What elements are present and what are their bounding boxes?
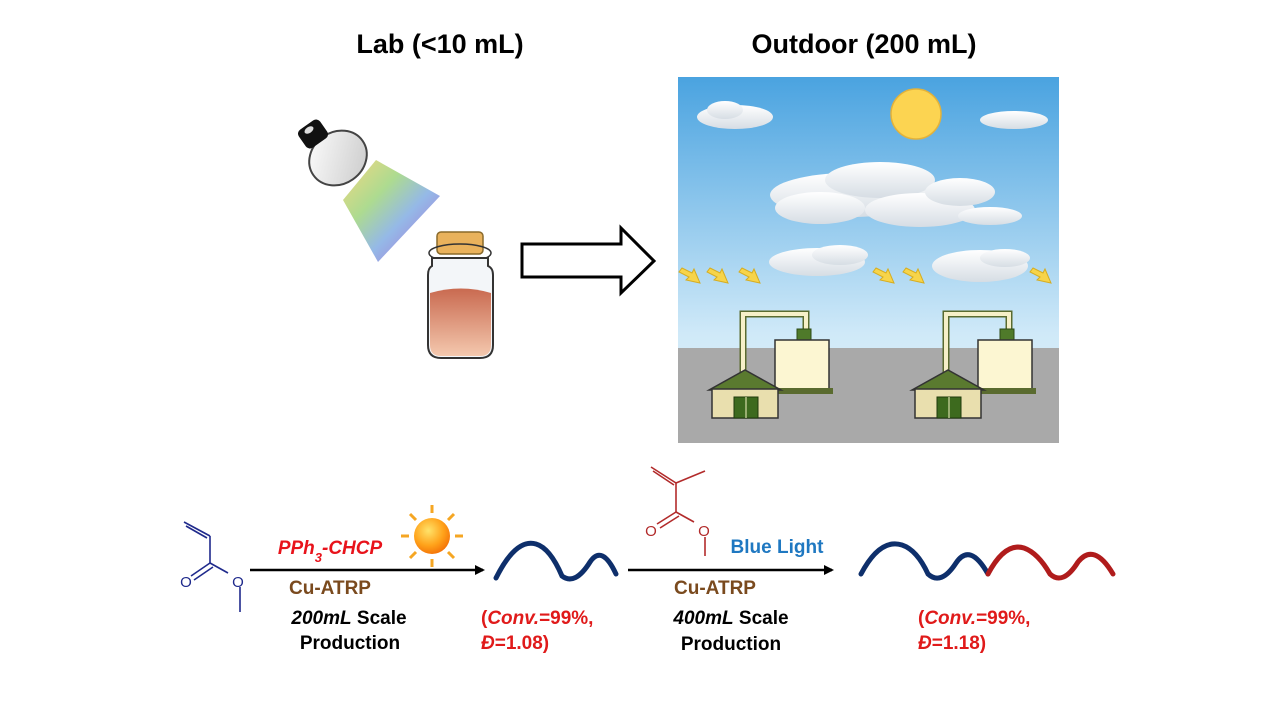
result-2-line1: (Conv.=99%,: [918, 608, 1030, 629]
polymer-block-1: [858, 541, 991, 581]
factory-icon: [706, 310, 833, 419]
acrylate-ester-oxygen: O: [232, 574, 244, 591]
methyl-methacrylate-structure-icon: [650, 466, 706, 556]
result-1-line1: (Conv.=99%,: [481, 608, 593, 629]
lab-title: Lab (<10 mL): [356, 29, 523, 59]
vial-icon: [427, 231, 494, 359]
methacrylate-carbonyl-oxygen: O: [645, 523, 657, 540]
scale-label-2: 400mL Scale: [672, 608, 788, 629]
outdoor-scene: [678, 77, 1059, 443]
methyl-acrylate-structure-icon: [183, 521, 241, 612]
blue-light-label: Blue Light: [731, 537, 825, 558]
polymer-block-2: [985, 544, 1116, 581]
production-label-1: Production: [300, 633, 400, 654]
polymer-chain-1: [493, 540, 619, 582]
transition-arrow-icon: [520, 224, 657, 297]
sunlight-icon: [401, 505, 463, 567]
method-label-2: Cu-ATRP: [674, 578, 756, 599]
result-2-line2: Đ=1.18): [918, 633, 986, 654]
acrylate-carbonyl-oxygen: O: [180, 574, 192, 591]
methacrylate-ester-oxygen: O: [698, 523, 710, 540]
sun-icon: [890, 88, 942, 140]
outdoor-title: Outdoor (200 mL): [751, 29, 976, 59]
sunlight-arrows-icon: [678, 267, 1052, 284]
production-label-2: Production: [681, 634, 781, 655]
catalyst-label: PPh3-CHCP: [278, 538, 383, 565]
cloud-icon: [697, 101, 1048, 282]
light-bulb-icon: [298, 119, 440, 262]
light-cone: [343, 160, 440, 262]
result-1-line2: Đ=1.08): [481, 633, 549, 654]
factory-icon: [909, 310, 1036, 419]
scale-label-1: 200mL Scale: [290, 608, 406, 629]
method-label-1: Cu-ATRP: [289, 578, 371, 599]
